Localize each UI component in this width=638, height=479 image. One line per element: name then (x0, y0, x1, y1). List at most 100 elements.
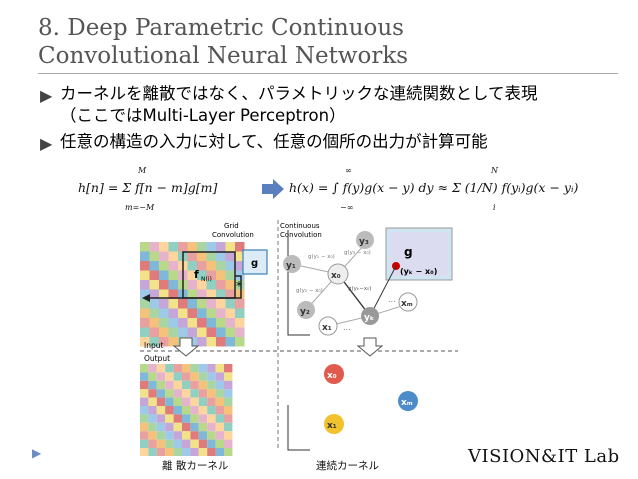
node-y2: y₂ (297, 301, 315, 319)
grid-cell (215, 406, 224, 415)
grid-cell (140, 422, 149, 432)
grid-arrowhead (142, 294, 150, 302)
grid-cell (140, 261, 150, 271)
grid-cell (178, 242, 188, 252)
grid-cell (224, 397, 233, 406)
slide-title: 8. Deep Parametric Continuous Convolutio… (38, 14, 618, 70)
grid-conv-label-1: Grid (224, 222, 239, 230)
grid-cell (190, 448, 199, 456)
ellipsis: ... (388, 295, 396, 304)
slide-title-line1: 8. Deep Parametric Continuous (38, 15, 404, 41)
arrow-right-icon (262, 179, 284, 199)
output-label: Output (144, 354, 170, 363)
grid-cell (225, 251, 235, 261)
grid-cell (187, 308, 197, 318)
svg-text:x₁: x₁ (327, 421, 337, 431)
grid-cell (198, 397, 208, 406)
grid-cell (182, 397, 191, 406)
inset-g-label: g (404, 245, 413, 259)
down-arrow-icon (172, 337, 200, 357)
grid-cell (148, 364, 157, 373)
output-node-x0: x₀ (324, 364, 344, 384)
grid-cell (149, 261, 159, 271)
grid-cell (173, 380, 182, 390)
output-node-x1: x₁ (324, 414, 344, 434)
grid-cell (197, 270, 207, 280)
grid-cell (159, 318, 169, 328)
grid-cell (197, 261, 207, 271)
bullet-1: カーネルを離散ではなく、パラメトリックな連続関数として表現 （ここではMulti… (60, 83, 620, 127)
slide-title-line2: Convolutional Neural Networks (38, 43, 409, 69)
grid-cell (149, 280, 159, 290)
grid-cell (224, 448, 233, 456)
svg-text:xₘ: xₘ (401, 299, 413, 309)
grid-cell (148, 448, 157, 456)
grid-cell (149, 299, 159, 309)
output-grid (140, 364, 233, 456)
grid-cell (197, 327, 207, 337)
eq-left-sum-top: M (138, 166, 147, 175)
grid-cell (159, 261, 169, 271)
grid-cell (168, 270, 178, 280)
cont-conv-label-2: Convolution (280, 231, 322, 239)
grid-cell (168, 242, 178, 252)
grid-cell (159, 242, 169, 252)
grid-cell (187, 280, 197, 290)
grid-cell (197, 242, 207, 252)
grid-cell (207, 380, 216, 390)
grid-cell (159, 280, 169, 290)
grid-cell (178, 308, 188, 318)
grid-cell (140, 308, 150, 318)
grid-cell (197, 318, 207, 328)
eq-right-sum-top: N (491, 166, 498, 175)
grid-cell (140, 337, 150, 347)
grid-cell (224, 380, 233, 390)
grid-cell (216, 289, 226, 299)
convolution-figure: f N(i) g * Grid Convolution Continuous C… (140, 220, 458, 456)
grid-cell (235, 308, 245, 318)
grid-cell (197, 280, 207, 290)
grid-cell (165, 406, 174, 415)
grid-cell (178, 299, 188, 309)
eq-right-int-top: ∞ (345, 166, 352, 175)
grid-cell (225, 289, 235, 299)
grid-cell (206, 299, 216, 309)
grid-cell (190, 422, 199, 432)
grid-cell (190, 439, 199, 448)
grid-cell (216, 261, 226, 271)
grid-cell (206, 318, 216, 328)
grid-cell (165, 372, 174, 381)
grid-cell (182, 414, 191, 423)
grid-cell (235, 327, 245, 337)
g-kernel-box (242, 249, 268, 275)
node-x1: x₁ (318, 316, 338, 336)
grid-cell (182, 372, 191, 381)
grid-cell (187, 299, 197, 309)
grid-cell (198, 389, 208, 398)
grid-cell (148, 372, 157, 381)
grid-cell (235, 299, 245, 309)
bullet-arrow-icon: ▶ (40, 134, 53, 153)
svg-text:y₃: y₃ (359, 237, 369, 247)
grid-cell (149, 270, 159, 280)
bullet-arrow-icon: ▶ (40, 86, 53, 105)
grid-cell (168, 308, 178, 318)
grid-cell (207, 422, 216, 432)
grid-cell (197, 289, 207, 299)
bullet-2-line1: 任意の構造の入力に対して、任意の個所の出力が計算可能 (60, 132, 488, 151)
grid-cell (215, 448, 224, 456)
grid-cell (149, 337, 159, 347)
grid-cell (215, 372, 224, 381)
grid-cell (156, 372, 166, 381)
grid-cell (190, 364, 199, 373)
grid-cell (197, 308, 207, 318)
grid-cell (207, 406, 216, 415)
grid-cell (148, 439, 157, 448)
grid-cell (187, 242, 197, 252)
grid-cell (156, 448, 166, 456)
grid-cell (140, 414, 149, 423)
grid-cell (187, 261, 197, 271)
grid-cell (216, 327, 226, 337)
node-y3: y₃ (356, 231, 374, 249)
grid-cell (156, 389, 166, 398)
